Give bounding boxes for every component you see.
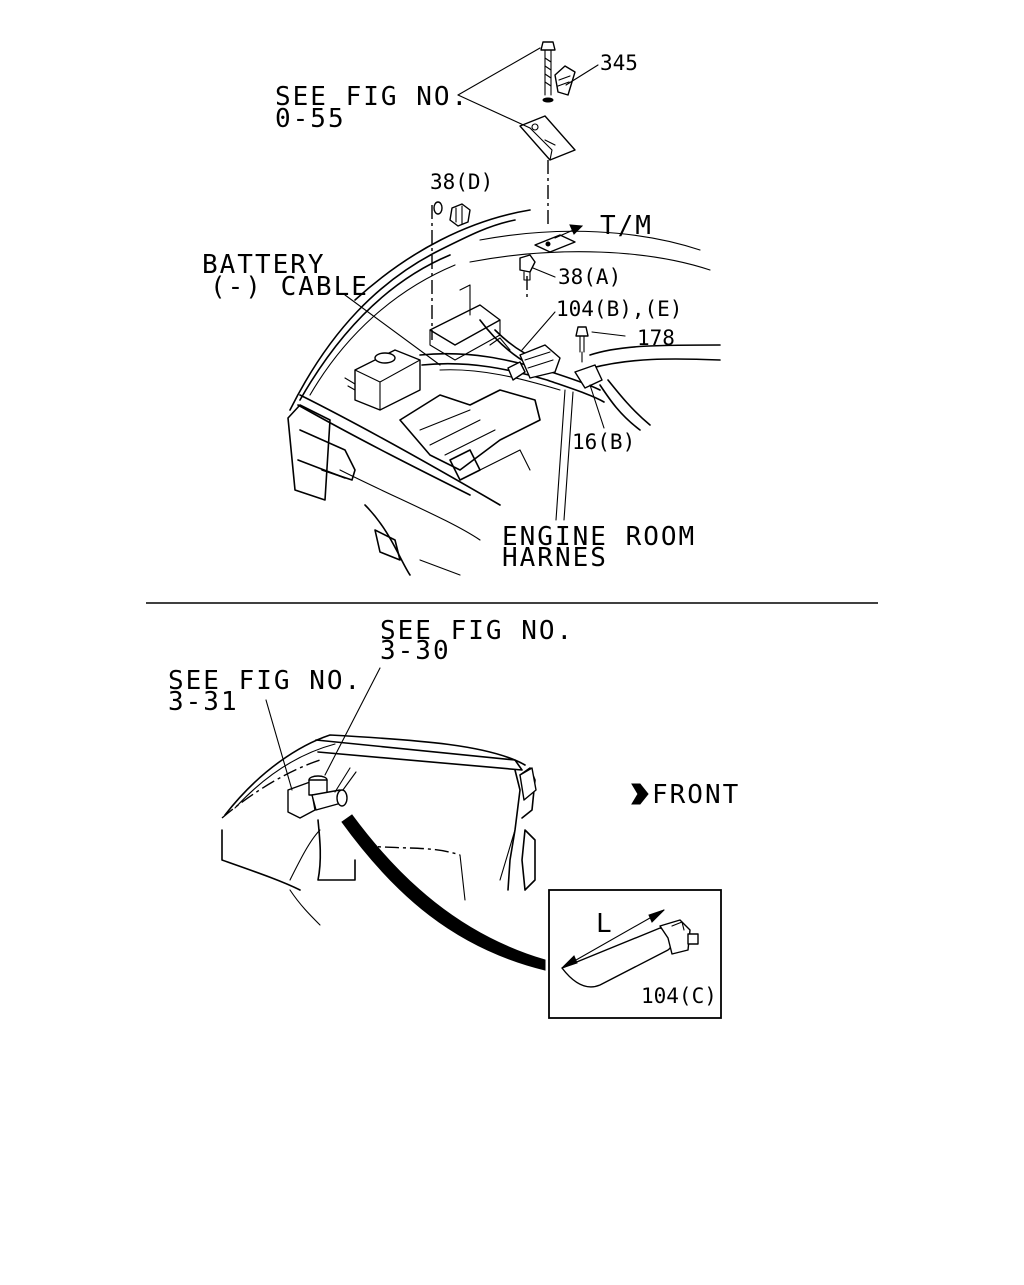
battery-label-line1: BATTERY — [202, 250, 326, 280]
cabin-view: SEE FIG NO. 3-30 SEE FIG NO. 3-31 FRONT … — [168, 616, 740, 1019]
hood-edge — [289, 219, 516, 411]
harness-bracket — [429, 304, 501, 346]
callout-38d: 38(D) — [430, 170, 493, 194]
battery — [354, 349, 421, 411]
leader-see-fig-331 — [265, 699, 293, 791]
leader-38a — [532, 267, 556, 278]
harness-label-line2: HARNES — [502, 543, 608, 573]
headlight — [287, 404, 331, 501]
harness-label-line1: ENGINE ROOM — [502, 522, 696, 552]
roof-edge — [224, 734, 526, 816]
see-fig-331-line2: 3-31 — [168, 687, 239, 717]
mount-bracket — [519, 115, 576, 161]
connector-cluster — [519, 344, 561, 379]
bolt-top — [540, 41, 556, 51]
plate-tm — [534, 234, 576, 253]
leader-see-fig-top — [457, 47, 541, 96]
callout-345: 345 — [600, 51, 638, 75]
callout-16b: 16(B) — [572, 430, 635, 454]
leader-16b — [589, 384, 605, 429]
callout-104be: 104(B),(E) — [556, 297, 682, 321]
leader-see-fig-330 — [324, 667, 381, 776]
callout-38a: 38(A) — [558, 265, 621, 289]
callout-tm: T/M — [600, 211, 653, 241]
nut-38d — [449, 203, 471, 227]
see-fig-top-line1: SEE FIG NO. — [275, 82, 469, 112]
see-fig-331-line1: SEE FIG NO. — [168, 666, 362, 696]
leader-battery — [344, 294, 441, 366]
clamp-16b — [574, 364, 603, 389]
engine-room-view: SEE FIG NO. 0-55 345 38(D) T/M BATTERY (… — [202, 41, 721, 576]
leader-178 — [591, 331, 626, 337]
clip-345 — [554, 65, 576, 96]
front-label: FRONT — [652, 780, 740, 810]
brake-booster — [287, 781, 316, 819]
detail-swoosh — [341, 814, 546, 971]
see-fig-top-line2: 0-55 — [275, 104, 346, 134]
battery-label-line2: (-) CABLE — [210, 272, 369, 302]
door-pillar — [507, 769, 521, 891]
engine-block — [399, 389, 541, 471]
part-178 — [575, 326, 589, 337]
detail-callout-104c: 104(C) — [641, 984, 717, 1008]
bolt-38a — [519, 254, 536, 273]
front-arrow-icon — [631, 783, 649, 805]
detail-dimension-l: L — [596, 909, 614, 939]
leader-104be — [521, 311, 556, 351]
leader-harness — [555, 389, 566, 521]
see-fig-330-line2: 3-30 — [380, 636, 451, 666]
callout-178: 178 — [637, 326, 675, 350]
leader-345 — [565, 64, 599, 86]
detail-part-104c — [561, 909, 699, 988]
washer-38d — [433, 201, 443, 215]
see-fig-330-line1: SEE FIG NO. — [380, 616, 574, 646]
dimension-line-l — [561, 909, 665, 969]
